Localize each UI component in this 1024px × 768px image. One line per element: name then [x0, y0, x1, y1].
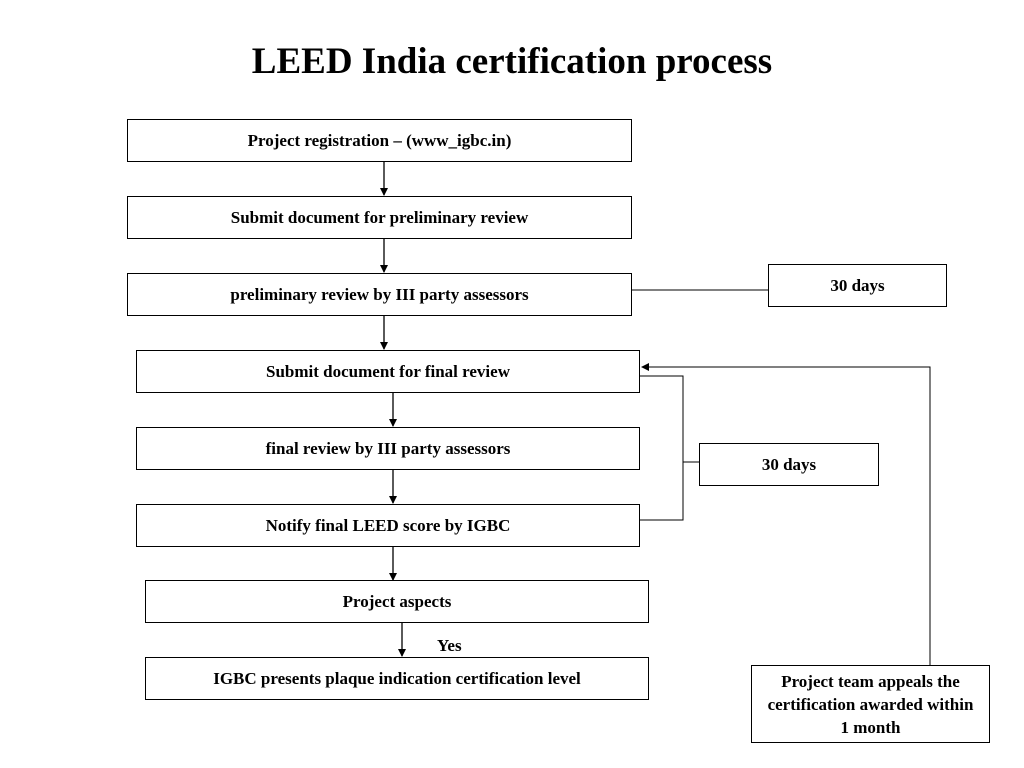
appeal-box: Project team appeals the certification a… — [751, 665, 990, 743]
preliminary-duration-box: 30 days — [768, 264, 947, 307]
step-submit-preliminary: Submit document for preliminary review — [127, 196, 632, 239]
preliminary-duration-label: 30 days — [830, 276, 885, 295]
step-notify-score-label: Notify final LEED score by IGBC — [265, 516, 511, 535]
final-duration-box: 30 days — [699, 443, 879, 486]
step-preliminary-review-label: preliminary review by III party assessor… — [230, 285, 529, 304]
bracket-final-review-period — [640, 375, 684, 521]
step-submit-final-label: Submit document for final review — [266, 362, 510, 381]
step-final-review: final review by III party assessors — [136, 427, 640, 470]
step-plaque-presentation-label: IGBC presents plaque indication certific… — [213, 669, 581, 688]
appeal-label: Project team appeals the certification a… — [767, 671, 974, 737]
step-project-registration-label: Project registration – (www_igbc.in) — [247, 131, 512, 150]
final-duration-label: 30 days — [761, 455, 817, 474]
step-plaque-presentation: IGBC presents plaque indication certific… — [145, 657, 649, 700]
page-title: LEED India certification process — [251, 41, 773, 82]
step-final-review-label: final review by III party assessors — [265, 439, 511, 458]
step-submit-final: Submit document for final review — [136, 350, 640, 393]
step-submit-preliminary-label: Submit document for preliminary review — [230, 208, 529, 227]
arrow-appeal-to-submit-final — [641, 363, 931, 665]
step-project-aspects: Project aspects — [145, 580, 649, 623]
step-notify-score: Notify final LEED score by IGBC — [136, 504, 640, 547]
step-project-registration: Project registration – (www_igbc.in) — [127, 119, 632, 162]
step-project-aspects-label: Project aspects — [342, 592, 452, 611]
yes-branch-label: Yes — [437, 636, 462, 655]
step-preliminary-review: preliminary review by III party assessor… — [127, 273, 632, 316]
